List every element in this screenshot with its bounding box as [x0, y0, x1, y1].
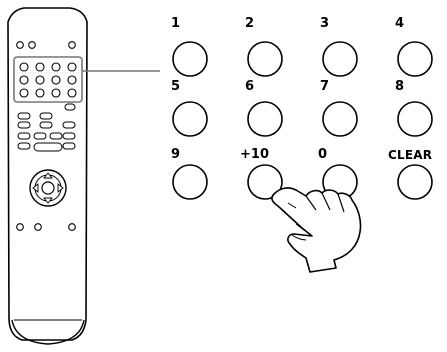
key-6-label: 6 [245, 79, 255, 94]
key-2-label: 2 [245, 16, 255, 31]
key-clear-button[interactable] [397, 164, 433, 200]
key-0-label: 0 [318, 147, 328, 162]
key-9-button[interactable] [172, 164, 208, 200]
key-1-label: 1 [171, 16, 181, 31]
key-4-button[interactable] [397, 41, 433, 77]
key-4-label: 4 [395, 16, 405, 31]
key-6-button[interactable] [247, 101, 283, 137]
key-8-button[interactable] [397, 101, 433, 137]
key-plus10-label: +10 [240, 147, 269, 162]
key-8-label: 8 [395, 79, 405, 94]
key-7-button[interactable] [322, 101, 358, 137]
key-9-label: 9 [171, 147, 181, 162]
key-plus10-button[interactable] [247, 164, 283, 200]
key-7-label: 7 [320, 79, 330, 94]
key-3-button[interactable] [322, 41, 358, 77]
key-5-label: 5 [171, 79, 181, 94]
key-1-button[interactable] [172, 41, 208, 77]
key-3-label: 3 [320, 16, 330, 31]
key-5-button[interactable] [172, 101, 208, 137]
key-clear-label: CLEAR [388, 148, 433, 162]
key-2-button[interactable] [247, 41, 283, 77]
